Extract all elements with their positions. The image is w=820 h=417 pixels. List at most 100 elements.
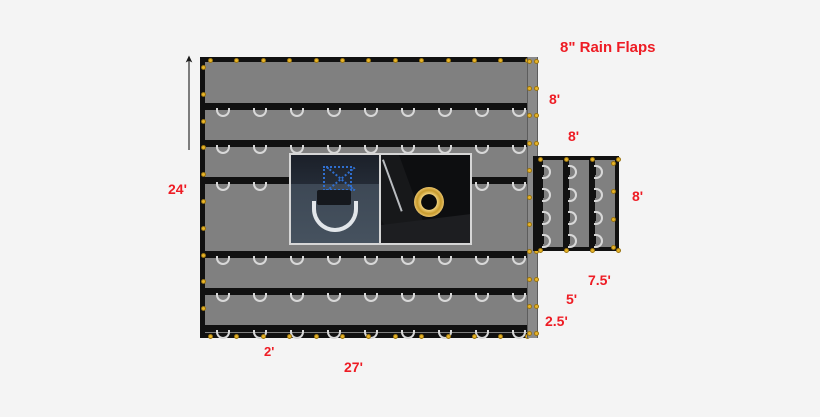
d-ring-icon — [216, 140, 230, 154]
d-ring-icon — [290, 103, 304, 117]
grommet-icon — [287, 58, 293, 63]
grommet-icon — [538, 248, 543, 253]
d-ring-icon — [290, 325, 304, 339]
grommet-icon — [234, 58, 240, 63]
d-ring-icon — [253, 140, 267, 154]
d-ring-icon — [563, 234, 577, 248]
grommet-icon — [201, 279, 206, 285]
d-ring-icon — [537, 211, 551, 225]
d-ring-icon — [327, 140, 341, 154]
d-ring-icon — [216, 251, 230, 265]
d-ring-icon — [290, 140, 304, 154]
grommet-icon — [419, 334, 425, 339]
d-ring-icon — [589, 211, 603, 225]
grommet-icon — [527, 113, 532, 119]
dimension-label-flap-height-top: 8' — [549, 91, 561, 107]
grommet-icon — [201, 306, 206, 312]
d-ring-icon — [438, 103, 452, 117]
grommet-icon — [534, 303, 539, 309]
d-ring-icon — [438, 325, 452, 339]
grommet-icon — [611, 245, 616, 250]
d-ring-icon — [512, 177, 526, 191]
d-ring-icon — [512, 140, 526, 154]
d-ring-icon — [401, 103, 415, 117]
dimension-label-side-panel-height: 8' — [632, 188, 644, 204]
d-ring-icon — [438, 251, 452, 265]
grommet-icon — [260, 58, 266, 63]
grommet-icon — [534, 59, 539, 64]
d-ring-icon — [537, 165, 551, 179]
grommet-icon — [534, 113, 539, 119]
grommet-icon — [527, 331, 532, 336]
grommet-icon — [590, 157, 595, 162]
grommet-icon — [472, 58, 477, 63]
d-ring-icon — [253, 325, 267, 339]
grommet-icon — [527, 303, 532, 309]
d-ring-icon — [364, 251, 378, 265]
grommet-icon — [208, 58, 213, 63]
grommet-icon — [472, 334, 477, 339]
reinforcement-bar-vertical — [563, 160, 569, 247]
grommet-icon — [527, 167, 532, 173]
grommet-icon — [498, 58, 504, 63]
grommet-icon — [445, 58, 451, 63]
grommet-icon — [201, 172, 206, 178]
d-ring-icon — [589, 188, 603, 202]
d-ring-icon — [216, 177, 230, 191]
inset-grommet-detail — [380, 155, 470, 243]
grommet-icon — [534, 86, 539, 92]
d-ring-icon — [401, 288, 415, 302]
grommet-icon — [527, 276, 532, 282]
grommet-icon — [340, 58, 345, 63]
grommet-icon — [534, 276, 539, 282]
d-ring-icon — [401, 251, 415, 265]
d-ring-icon — [438, 140, 452, 154]
d-ring-icon — [563, 165, 577, 179]
grommet-icon — [413, 186, 444, 217]
grommet-icon — [445, 334, 451, 339]
grommet-icon — [201, 65, 206, 70]
grommet-icon — [201, 252, 206, 258]
grommet-icon — [234, 334, 240, 339]
d-ring-icon — [253, 288, 267, 302]
d-ring-icon — [475, 325, 489, 339]
dimension-label-drop-small: 2.5' — [545, 313, 568, 329]
d-ring-icon — [216, 103, 230, 117]
grommet-icon — [527, 249, 532, 255]
d-ring-icon — [216, 288, 230, 302]
d-ring-icon — [475, 140, 489, 154]
d-ring-icon — [312, 200, 358, 233]
grommet-icon — [201, 225, 206, 231]
d-ring-icon — [327, 325, 341, 339]
grommet-icon — [534, 140, 539, 146]
grommet-icon — [611, 217, 616, 222]
grommet-icon — [527, 86, 532, 92]
d-ring-icon — [327, 288, 341, 302]
d-ring-icon — [589, 234, 603, 248]
d-ring-icon — [475, 177, 489, 191]
d-ring-icon — [512, 251, 526, 265]
dimension-label-flap-width-top: 8' — [568, 128, 580, 144]
grommet-icon — [201, 145, 206, 151]
grommet-icon — [527, 195, 532, 200]
grommet-icon — [611, 161, 616, 166]
dimension-label-main-width: 27' — [344, 359, 363, 375]
d-ring-icon — [401, 325, 415, 339]
inset-detail-photos — [289, 153, 472, 245]
grommet-icon — [201, 91, 206, 97]
box-x-stitch-icon — [322, 165, 352, 191]
d-ring-icon — [253, 251, 267, 265]
grommet-icon — [590, 248, 595, 253]
d-ring-icon — [253, 177, 267, 191]
d-ring-icon — [216, 325, 230, 339]
d-ring-icon — [364, 325, 378, 339]
d-ring-icon — [364, 103, 378, 117]
grommet-icon — [260, 334, 266, 339]
grommet-icon — [313, 58, 319, 63]
d-ring-icon — [563, 188, 577, 202]
grommet-icon — [366, 334, 372, 339]
reinforcement-bar-vertical — [537, 160, 543, 247]
grommet-icon — [527, 59, 532, 64]
inset-d-ring-detail — [291, 155, 381, 243]
